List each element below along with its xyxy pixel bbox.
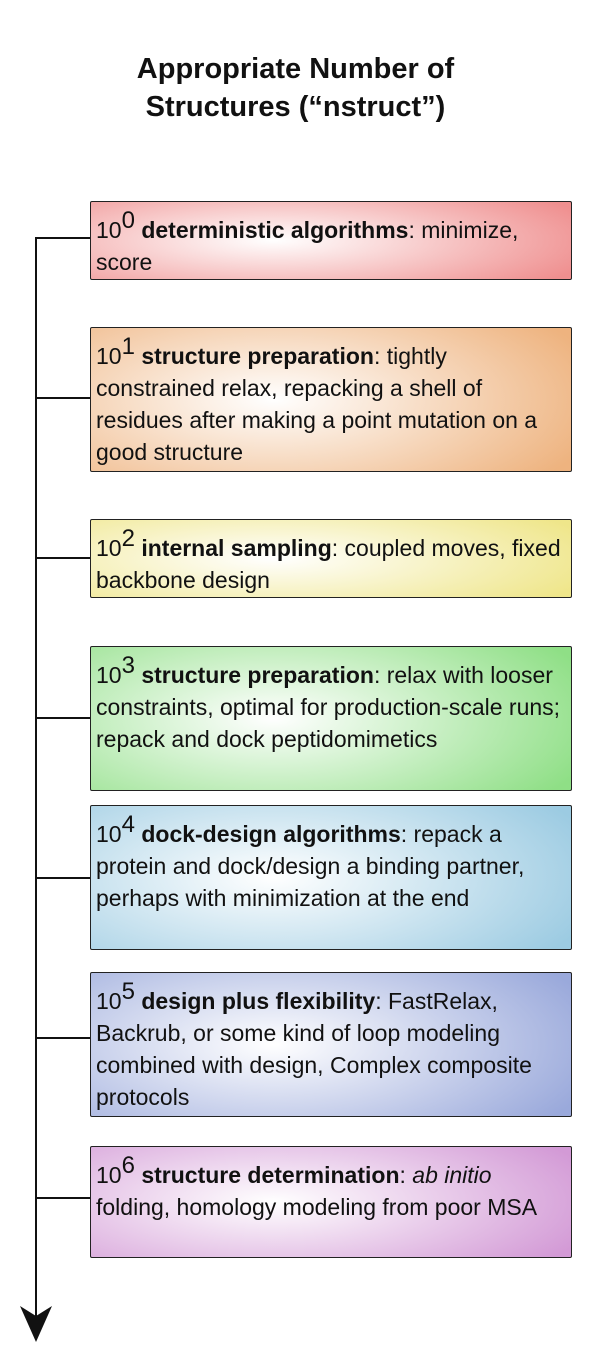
separator: : xyxy=(373,343,381,369)
magnitude: 105 xyxy=(96,978,135,1015)
title-line-1: Appropriate Number of xyxy=(136,53,455,85)
title-line-2: Structures (“nstruct”) xyxy=(145,91,446,123)
level-box-10-0: 100 deterministic algorithms: minimize, … xyxy=(90,201,572,280)
magnitude: 106 xyxy=(96,1152,135,1189)
level-description: folding, homology modeling from poor MSA xyxy=(96,1194,538,1220)
separator: : xyxy=(399,1162,406,1188)
level-heading: structure preparation xyxy=(141,343,374,369)
level-description: minimize, score xyxy=(96,217,519,275)
italic-term: ab initio xyxy=(405,1162,492,1188)
separator: : xyxy=(331,535,339,561)
magnitude: 102 xyxy=(96,525,135,562)
level-box-10-6: 106 structure determination: ab initio f… xyxy=(90,1146,572,1258)
level-box-10-2: 102 internal sampling: coupled moves, fi… xyxy=(90,519,572,598)
level-box-10-1: 101 structure preparation: tightly const… xyxy=(90,327,572,472)
level-box-10-5: 105 design plus flexibility: FastRelax, … xyxy=(90,972,572,1117)
separator: : xyxy=(373,662,381,688)
level-box-10-4: 104 dock-design algorithms: repack a pro… xyxy=(90,805,572,950)
arrowhead-down-icon xyxy=(20,1306,52,1342)
separator: : xyxy=(400,821,408,847)
level-description: relax with looser constraints, optimal f… xyxy=(96,662,561,752)
magnitude: 104 xyxy=(96,811,135,848)
level-description: coupled moves, fixed backbone design xyxy=(96,535,561,593)
level-heading: design plus flexibility xyxy=(141,988,376,1014)
magnitude: 100 xyxy=(96,207,135,244)
level-heading: dock-design algorithms xyxy=(141,821,401,847)
level-description: repack a protein and dock/design a bindi… xyxy=(96,821,525,911)
level-description: tightly constrained relax, repacking a s… xyxy=(96,343,538,465)
level-heading: deterministic algorithms xyxy=(141,217,409,243)
magnitude: 101 xyxy=(96,333,135,370)
level-box-10-3: 103 structure preparation: relax with lo… xyxy=(90,646,572,791)
level-heading: structure preparation xyxy=(141,662,374,688)
diagram-title: Appropriate Number of Structures (“nstru… xyxy=(0,50,591,126)
level-heading: structure determination xyxy=(141,1162,400,1188)
separator: : xyxy=(408,217,415,243)
level-description: FastRelax, Backrub, or some kind of loop… xyxy=(96,988,532,1110)
separator: : xyxy=(375,988,382,1014)
magnitude: 103 xyxy=(96,652,135,689)
level-heading: internal sampling xyxy=(141,535,332,561)
